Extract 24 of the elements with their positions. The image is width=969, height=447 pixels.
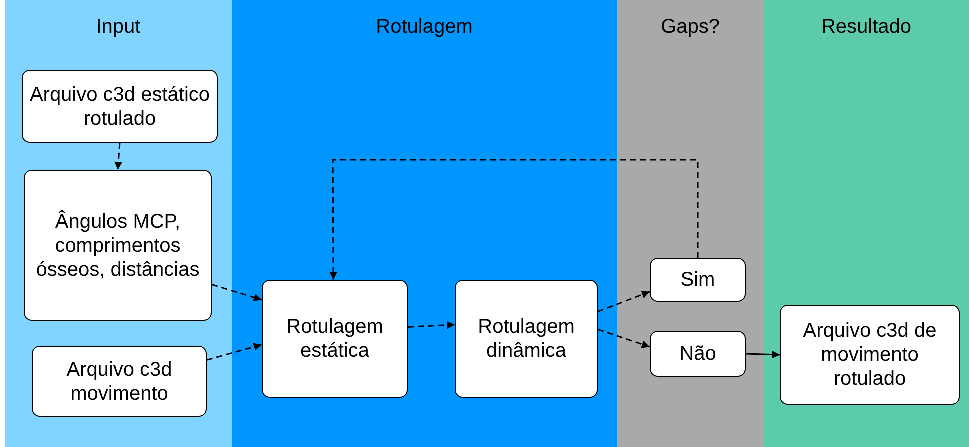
arrow [206,343,262,361]
column-heading: Rotulagem [375,15,474,40]
arrow [330,159,699,280]
process-box: Sim [650,258,746,302]
process-box: Ângulos MCP, comprimentos ósseos, distâncias [24,170,212,321]
arrow [598,328,650,348]
column-heading: Gaps? [660,15,721,40]
column-band [5,0,232,447]
arrow [212,284,262,302]
process-box: Arquivo c3d de movimento rotulado [780,305,960,405]
column-band [617,0,764,447]
arrow [114,142,123,170]
arrow [598,291,650,313]
process-box: Rotulagem dinâmica [455,280,598,398]
process-box: Não [650,331,746,377]
column-heading: Input [95,15,142,40]
process-box: Rotulagem estática [262,280,408,398]
process-box: Arquivo c3d movimento [32,346,207,417]
column-band [764,0,969,447]
arrow [408,321,456,330]
column-band [232,0,617,447]
column-heading: Resultado [820,15,913,40]
process-box: Arquivo c3d estático rotulado [22,70,218,143]
arrow [746,350,780,359]
